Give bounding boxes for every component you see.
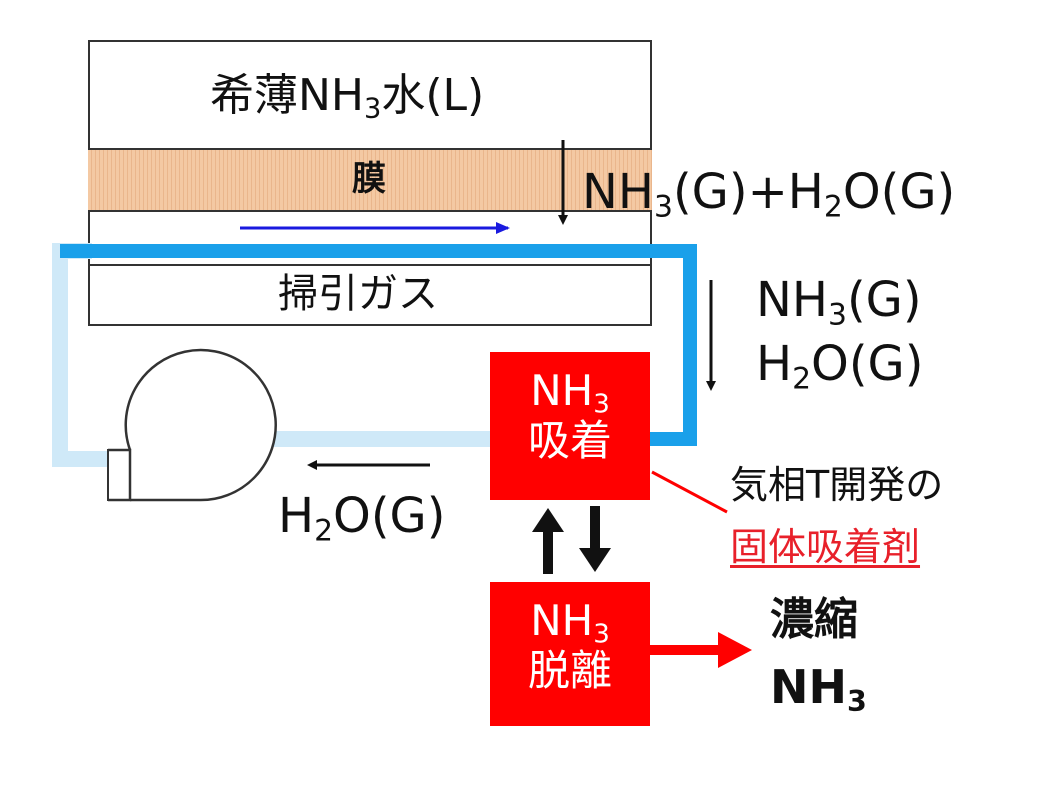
membrane-label: 膜 xyxy=(352,159,386,199)
annotation-line1: 気相T開発の xyxy=(730,463,944,507)
adsorption-desorption-arrows xyxy=(532,506,611,574)
adsorption-box-line1: NH3 xyxy=(530,366,610,420)
product-arrow xyxy=(650,632,752,668)
desorption-box-line2: 脱離 xyxy=(527,645,612,695)
desorption-box: NH3 脱離 xyxy=(490,582,650,726)
adsorption-box-line2: 吸着 xyxy=(527,415,612,465)
module-bottom-divider xyxy=(88,264,652,266)
nh3-gas-label: NH3(G) xyxy=(756,272,922,333)
membrane-layer xyxy=(88,148,652,212)
return-loop-pipe xyxy=(52,243,120,467)
blower-icon xyxy=(107,449,131,501)
annotation-line2: 固体吸着剤 xyxy=(730,525,921,569)
desorption-box-line1: NH3 xyxy=(530,596,610,650)
annotation-pointer xyxy=(651,470,728,514)
product-line2: NH3 xyxy=(770,660,867,718)
permeate-label: NH3(G)+H2O(G) xyxy=(582,164,956,225)
adsorption-box: NH3 吸着 xyxy=(490,352,650,500)
feed-label: 希薄NH3水(L) xyxy=(210,70,485,125)
h2o-gas-label: H2O(G) xyxy=(756,336,924,397)
sweep-gas-line xyxy=(60,244,697,446)
sweep-gas-label: 掃引ガス xyxy=(278,271,438,317)
h2o-return-label: H2O(G) xyxy=(278,488,446,549)
product-line1: 濃縮 xyxy=(770,594,858,645)
